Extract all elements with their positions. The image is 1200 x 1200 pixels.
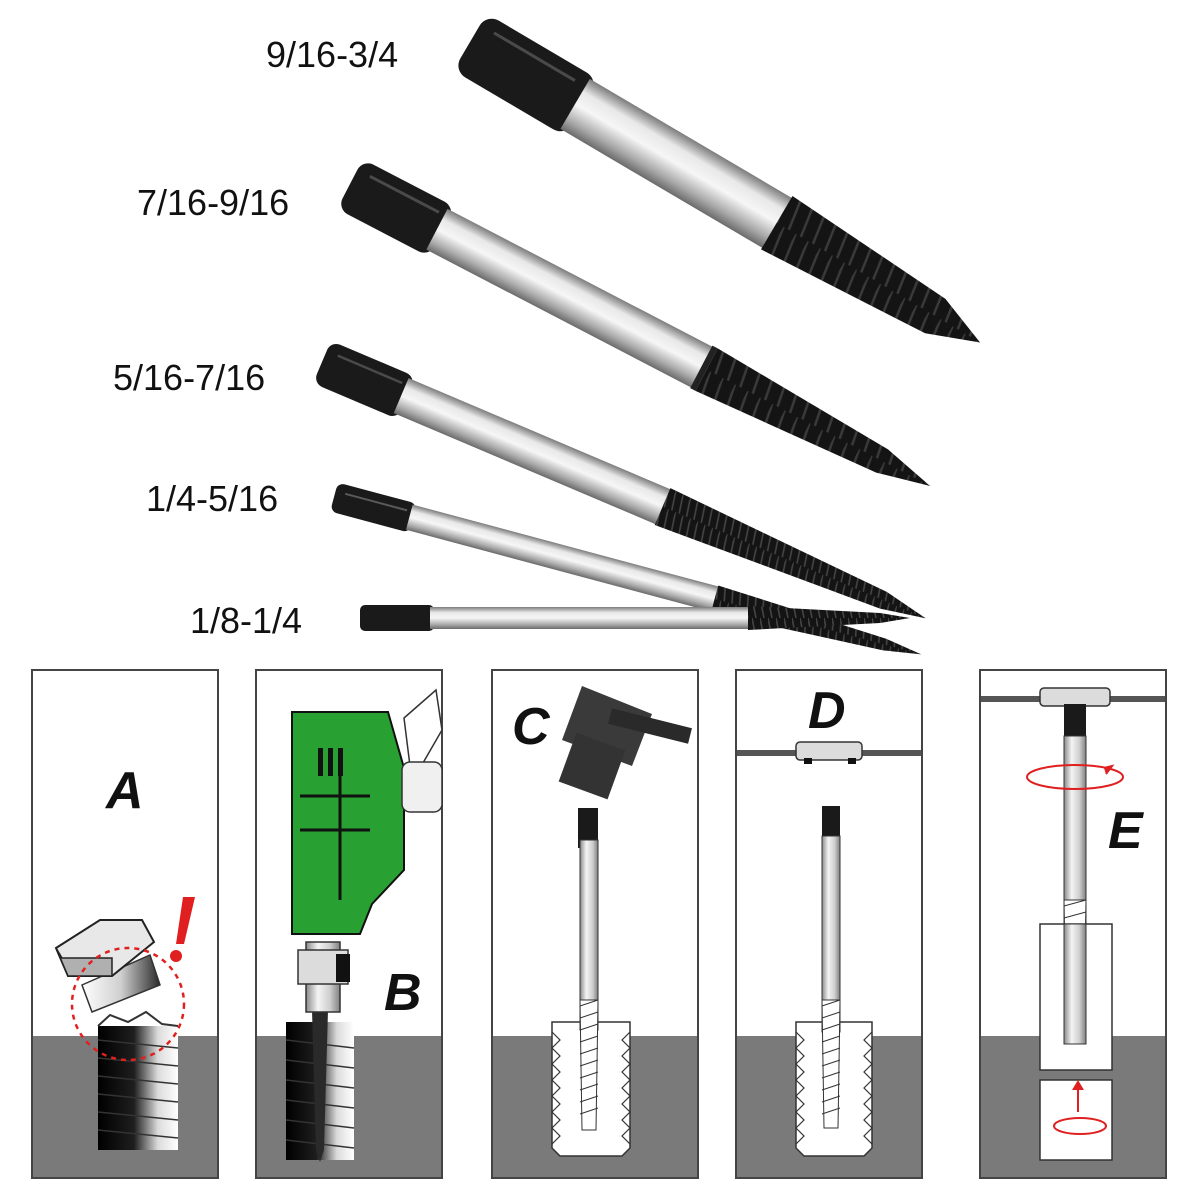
bolt-stub <box>98 1026 178 1150</box>
step-letter-b: B <box>384 964 422 1022</box>
step-panel-a: A <box>31 669 219 1179</box>
size-label-9-16-3-4: 9/16-3/4 <box>266 34 399 75</box>
extractor-9-16-3-4 <box>458 18 981 343</box>
rotate-arrow-icon <box>1026 764 1124 1135</box>
drill-icon <box>291 688 443 1013</box>
step-letter-c: C <box>512 698 551 756</box>
step-letter-d: D <box>808 682 846 740</box>
size-label-1-4-5-16: 1/4-5/16 <box>146 478 279 519</box>
warning-exclamation-icon <box>170 897 195 962</box>
step-panel-e: E <box>979 669 1167 1179</box>
tap-wrench-icon <box>737 741 921 764</box>
broken-bolt-icon <box>54 919 161 1013</box>
size-label-1-8-1-4: 1/8-1/4 <box>190 600 303 641</box>
hammer-icon <box>558 686 692 800</box>
highlight-circle <box>70 946 186 1062</box>
step-letter-e: E <box>1108 802 1144 860</box>
extractor-5-16-7-16 <box>316 343 926 619</box>
step-panel-c: C <box>491 669 699 1179</box>
step-panel-b: B <box>255 669 443 1179</box>
step-panel-d: D <box>735 669 923 1179</box>
upward-arrow-icon <box>1072 1080 1084 1112</box>
size-label-5-16-7-16: 5/16-7/16 <box>113 357 266 398</box>
step-letter-a: A <box>104 762 144 820</box>
size-label-7-16-9-16: 7/16-9/16 <box>137 182 290 223</box>
extractor-7-16-9-16 <box>341 163 931 486</box>
extractor-1-8-1-4 <box>360 605 910 631</box>
